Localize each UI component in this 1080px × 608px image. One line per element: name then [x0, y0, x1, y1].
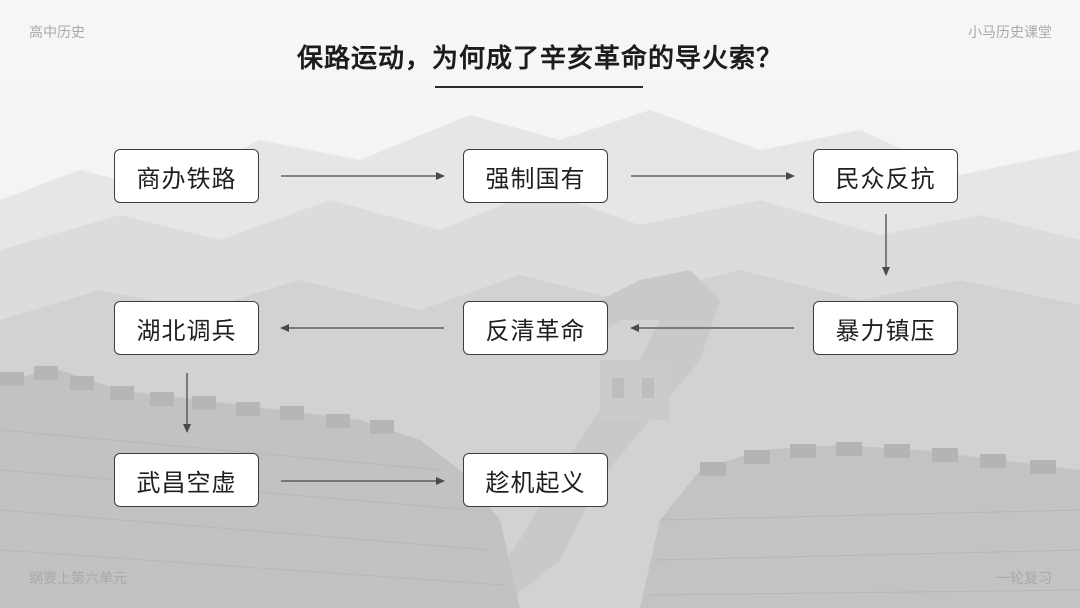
- review-label: 一轮复习: [996, 571, 1052, 587]
- node-public-resistance: 民众反抗: [813, 149, 958, 203]
- node-uprising: 趁机起义: [463, 453, 608, 507]
- node-commercial-railway: 商办铁路: [114, 149, 259, 203]
- channel-label: 小马历史课堂: [968, 25, 1052, 41]
- page-title: 保路运动，为何成了辛亥革命的导火索？: [296, 44, 783, 74]
- title-underline: [435, 86, 643, 88]
- node-violent-suppression: 暴力镇压: [813, 301, 958, 355]
- node-hubei-troop-transfer: 湖北调兵: [114, 301, 259, 355]
- node-forced-nationalization: 强制国有: [463, 149, 608, 203]
- course-label: 高中历史: [29, 25, 85, 41]
- unit-label: 纲要上第六单元: [29, 571, 127, 587]
- node-wuchang-empty: 武昌空虚: [114, 453, 259, 507]
- node-anti-qing-revolution: 反清革命: [463, 301, 608, 355]
